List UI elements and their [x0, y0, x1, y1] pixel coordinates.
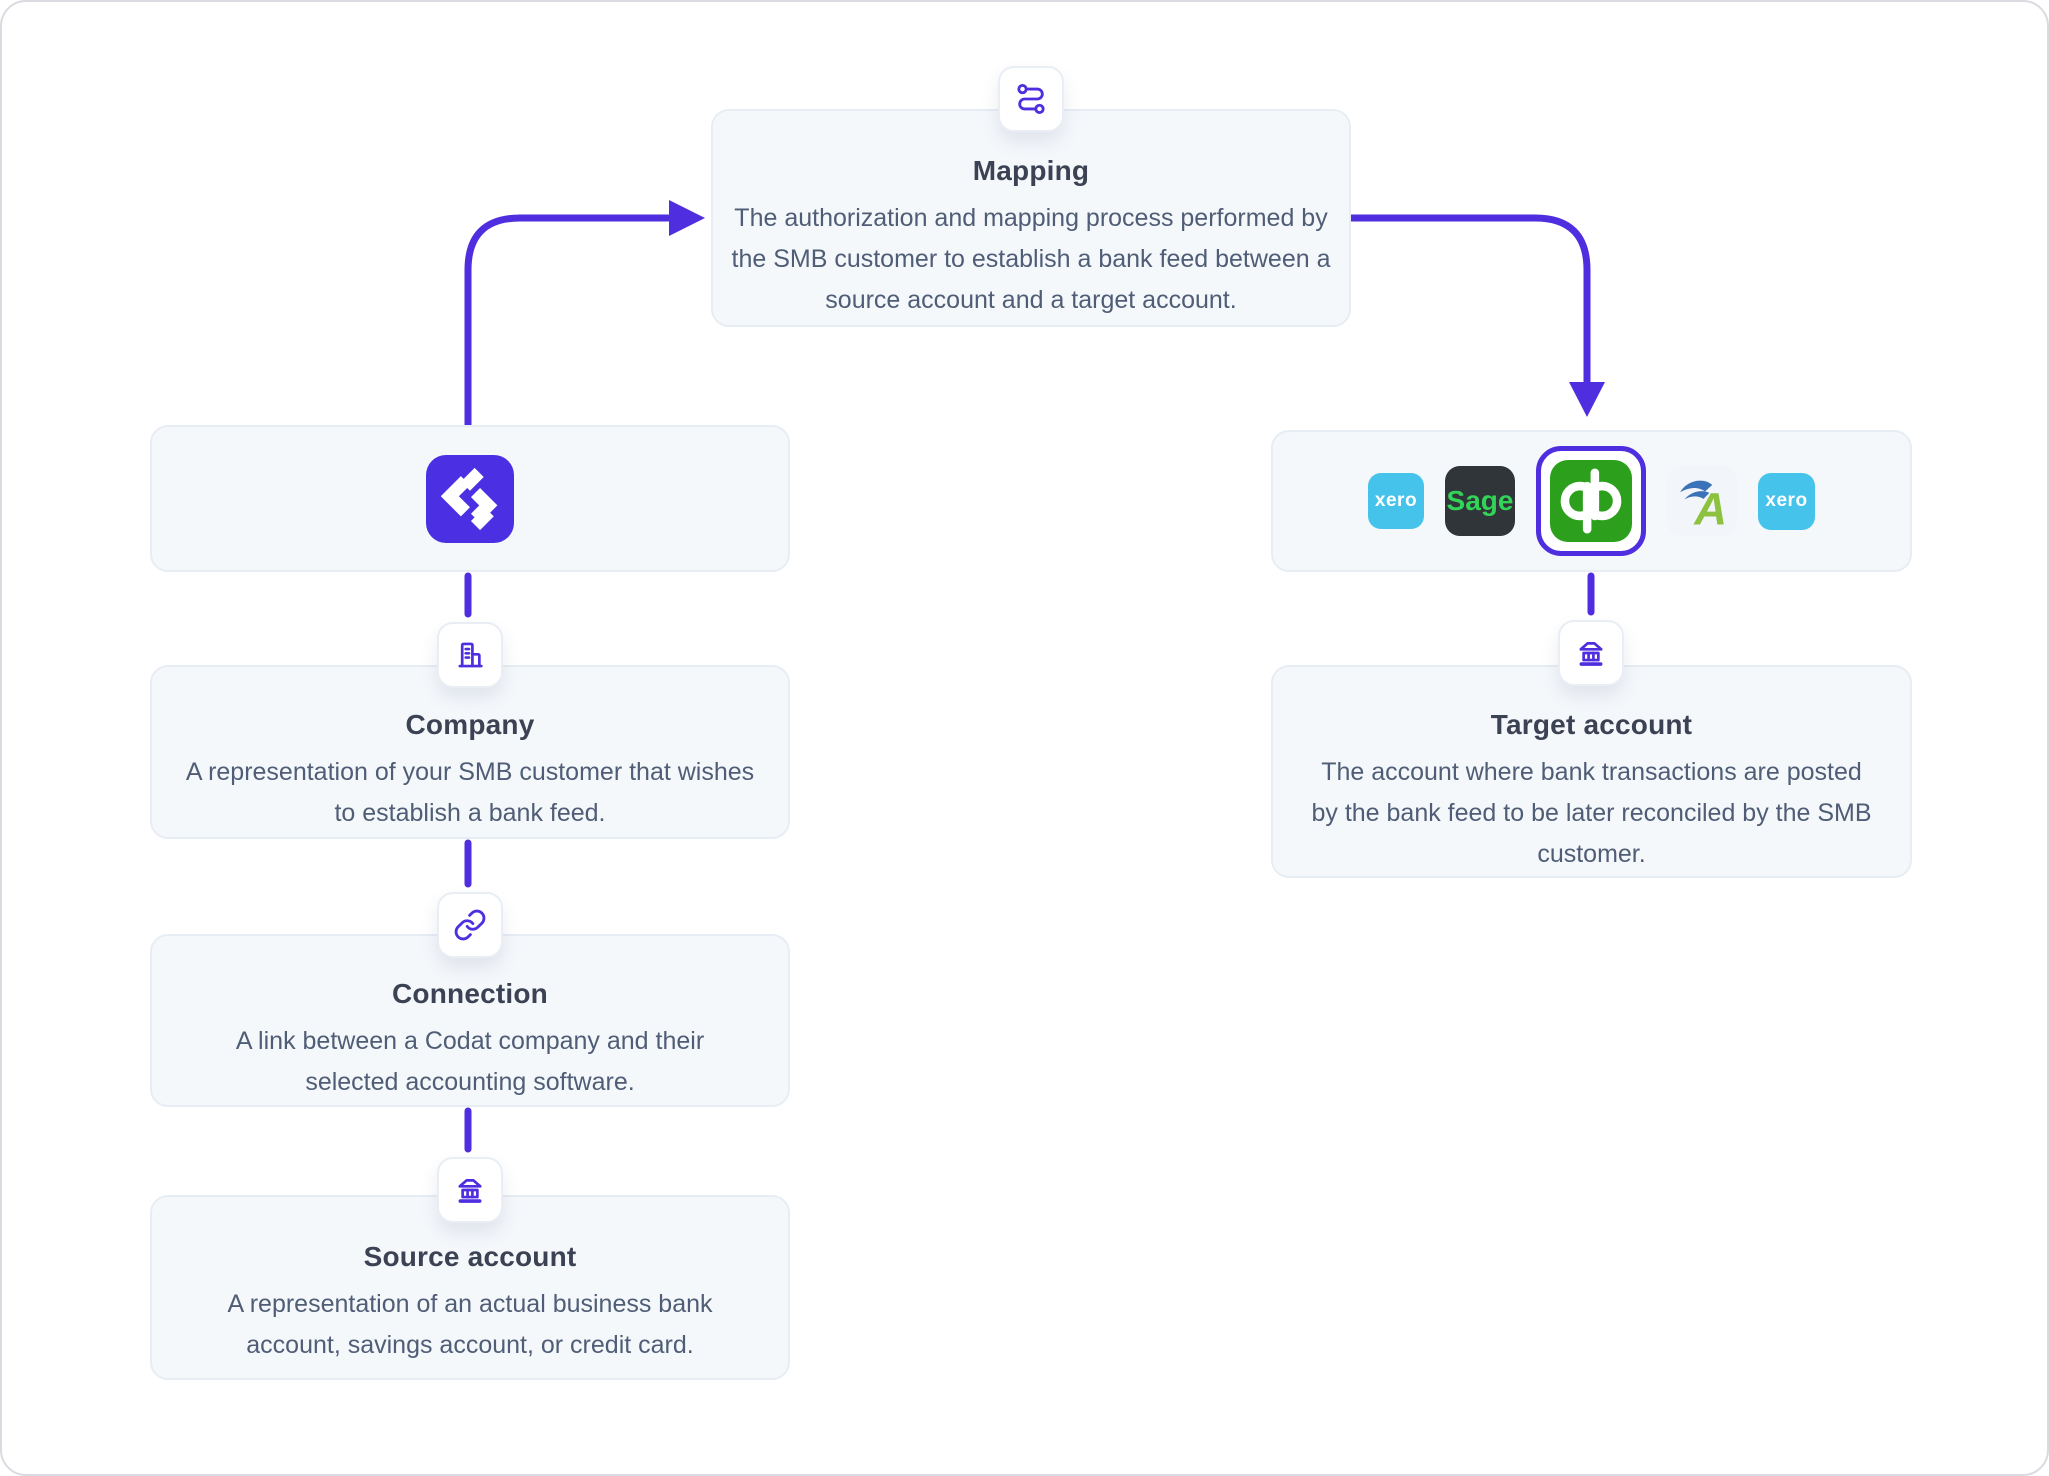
target-account-chip: [1558, 620, 1624, 686]
sage-logo: Sage: [1446, 485, 1514, 516]
xero-logo: xero: [1765, 490, 1808, 511]
target-account-description: The account where bank transactions are …: [1311, 758, 1872, 868]
source-account-description: A representation of an actual business b…: [227, 1290, 713, 1359]
freeagent-logo: A: [1680, 480, 1727, 534]
xero-logo: xero: [1374, 490, 1418, 511]
company-title: Company: [405, 709, 535, 740]
codat-logo-icon: [440, 467, 498, 530]
mapping-title: Mapping: [972, 155, 1090, 186]
connection-chip: [437, 892, 503, 958]
target-account-title: Target account: [1490, 709, 1693, 740]
platform-sage[interactable]: Sage: [1445, 466, 1515, 536]
mapping-node: Mapping The authorization and mapping pr…: [711, 109, 1351, 327]
source-account-chip: [437, 1157, 503, 1223]
platform-xero-2[interactable]: xero: [1758, 472, 1815, 530]
company-chip: [437, 622, 503, 688]
arrow-mapping-to-platforms: [1347, 214, 1591, 386]
bank-icon: [458, 1179, 482, 1203]
mapping-description: The authorization and mapping process pe…: [731, 204, 1331, 314]
mapping-chip: [998, 66, 1064, 132]
platform-quickbooks-selected[interactable]: [1536, 446, 1646, 556]
codat-logo: [426, 454, 514, 543]
route-icon: [1017, 83, 1045, 115]
platform-freeagent[interactable]: A: [1667, 466, 1737, 536]
platforms-node: xero Sage A xero: [1271, 430, 1912, 572]
arrowhead-right: [669, 200, 705, 236]
connection-description: A link between a Codat company and their…: [235, 1027, 705, 1096]
quickbooks-logo: [1550, 460, 1632, 542]
codat-node: [150, 425, 790, 572]
qb-icon: [1560, 468, 1622, 534]
company-description: A representation of your SMB customer th…: [185, 758, 755, 827]
connection-node: Connection A link between a Codat compan…: [150, 934, 790, 1107]
target-account-node: Target account The account where bank tr…: [1271, 665, 1912, 878]
source-account-title: Source account: [363, 1241, 577, 1272]
arrowhead-down: [1569, 382, 1605, 417]
connection-title: Connection: [392, 978, 548, 1009]
arrow-codat-to-mapping: [464, 214, 672, 429]
company-node: Company A representation of your SMB cus…: [150, 665, 790, 839]
platform-xero[interactable]: xero: [1368, 473, 1424, 529]
bank-icon: [1579, 642, 1603, 666]
svg-text:A: A: [1693, 483, 1727, 534]
link-icon: [454, 909, 486, 941]
building-icon: [458, 642, 483, 668]
